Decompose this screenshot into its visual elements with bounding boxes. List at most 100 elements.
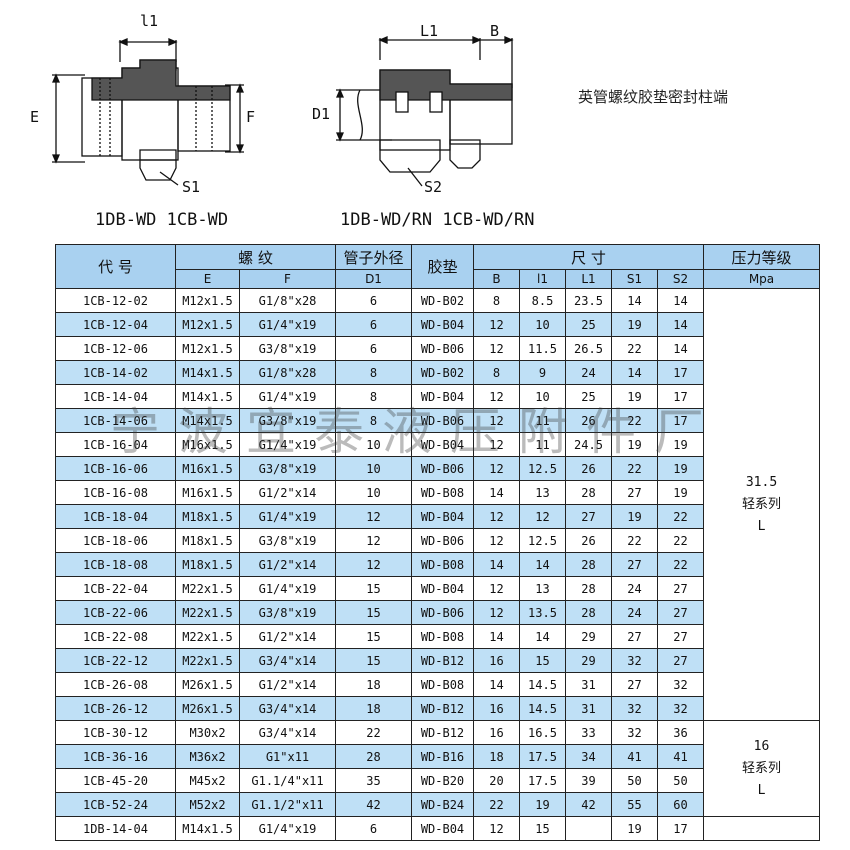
cell-f: G3/4"x14: [239, 696, 336, 721]
cell-f: G1/8"x28: [239, 288, 336, 313]
cell-l1: 42: [565, 792, 612, 817]
cell-s1: 27: [611, 624, 658, 649]
cell-gasket: WD-B02: [411, 360, 474, 385]
cell-code: 1CB-12-06: [55, 336, 176, 361]
cell-s2: 17: [657, 360, 704, 385]
dim-label-L1: L1: [420, 22, 439, 40]
cell-s1: 22: [611, 456, 658, 481]
cell-gasket: WD-B16: [411, 744, 474, 769]
header-b: B: [473, 269, 520, 289]
cell-b: 12: [473, 312, 520, 337]
table-header: 代 号 螺 纹 管子外径 胶垫 尺 寸 压力等级 E F D1 B l1 L1 …: [55, 244, 820, 289]
cell-gasket: WD-B02: [411, 288, 474, 313]
fitting-drawings: [52, 36, 514, 187]
cell-s1: 22: [611, 528, 658, 553]
cell-l1: 12.5: [519, 528, 566, 553]
cell-s2: 27: [657, 600, 704, 625]
cell-e: M14x1.5: [175, 360, 240, 385]
cell-gasket: WD-B08: [411, 624, 474, 649]
dim-label-b: B: [490, 22, 500, 40]
cell-f: G1/8"x28: [239, 360, 336, 385]
cell-e: M22x1.5: [175, 648, 240, 673]
cell-s1: 27: [611, 672, 658, 697]
cell-b: 12: [473, 816, 520, 841]
pressure-series: 轻系列: [741, 496, 781, 512]
cell-s2: 14: [657, 336, 704, 361]
cell-b: 16: [473, 720, 520, 745]
cell-l1: 10: [519, 384, 566, 409]
fitting-drawing-left: [52, 38, 244, 186]
spec-table: 代 号 螺 纹 管子外径 胶垫 尺 寸 压力等级 E F D1 B l1 L1 …: [55, 244, 820, 841]
drawing-caption-right: 1DB-WD/RN 1CB-WD/RN: [340, 210, 535, 230]
header-pressure: 压力等级: [703, 244, 820, 270]
cell-s2: 41: [657, 744, 704, 769]
header-code: 代 号: [55, 244, 176, 289]
cell-e: M22x1.5: [175, 600, 240, 625]
cell-gasket: WD-B06: [411, 336, 474, 361]
cell-s2: 22: [657, 552, 704, 577]
cell-d1: 35: [335, 768, 412, 793]
cell-code: 1DB-14-04: [55, 816, 176, 841]
cell-b: 12: [473, 456, 520, 481]
cell-gasket: WD-B04: [411, 504, 474, 529]
cell-e: M26x1.5: [175, 672, 240, 697]
cell-s2: 17: [657, 408, 704, 433]
dim-label-s1: S1: [182, 178, 201, 196]
cell-s2: 19: [657, 480, 704, 505]
cell-b: 12: [473, 408, 520, 433]
cell-d1: 8: [335, 360, 412, 385]
dim-label-f: F: [246, 108, 256, 126]
cell-code: 1CB-12-04: [55, 312, 176, 337]
cell-e: M22x1.5: [175, 624, 240, 649]
drawing-caption-left: 1DB-WD 1CB-WD: [95, 210, 229, 230]
cell-s1: 24: [611, 576, 658, 601]
cell-e: M12x1.5: [175, 312, 240, 337]
cell-d1: 18: [335, 696, 412, 721]
cell-s2: 14: [657, 312, 704, 337]
cell-e: M14x1.5: [175, 816, 240, 841]
header-thread: 螺 纹: [175, 244, 336, 270]
cell-l1: 16.5: [519, 720, 566, 745]
cell-s1: 19: [611, 816, 658, 841]
cell-e: M16x1.5: [175, 456, 240, 481]
header-size: 尺 寸: [473, 244, 704, 270]
cell-l1: 23.5: [565, 288, 612, 313]
cell-l1: 25: [565, 384, 612, 409]
cell-d1: 42: [335, 792, 412, 817]
cell-d1: 10: [335, 480, 412, 505]
cell-f: G1/4"x19: [239, 432, 336, 457]
cell-gasket: WD-B08: [411, 480, 474, 505]
cell-s2: 22: [657, 504, 704, 529]
cell-f: G3/8"x19: [239, 456, 336, 481]
cell-l1: [565, 816, 612, 841]
cell-f: G1.1/2"x11: [239, 792, 336, 817]
cell-gasket: WD-B08: [411, 672, 474, 697]
cell-d1: 12: [335, 552, 412, 577]
dim-label-s2: S2: [424, 178, 443, 196]
cell-code: 1CB-14-06: [55, 408, 176, 433]
pressure-series: 轻系列: [741, 760, 781, 776]
cell-gasket: WD-B12: [411, 648, 474, 673]
cell-e: M14x1.5: [175, 384, 240, 409]
cell-s1: 22: [611, 336, 658, 361]
cell-f: G3/8"x19: [239, 528, 336, 553]
cell-d1: 28: [335, 744, 412, 769]
cell-s2: 36: [657, 720, 704, 745]
cell-code: 1CB-22-12: [55, 648, 176, 673]
cell-code: 1CB-14-02: [55, 360, 176, 385]
cell-e: M12x1.5: [175, 336, 240, 361]
cell-d1: 15: [335, 624, 412, 649]
cell-l1: 11: [519, 432, 566, 457]
cell-d1: 6: [335, 336, 412, 361]
cell-code: 1CB-22-04: [55, 576, 176, 601]
cell-s2: 27: [657, 624, 704, 649]
cell-d1: 6: [335, 288, 412, 313]
